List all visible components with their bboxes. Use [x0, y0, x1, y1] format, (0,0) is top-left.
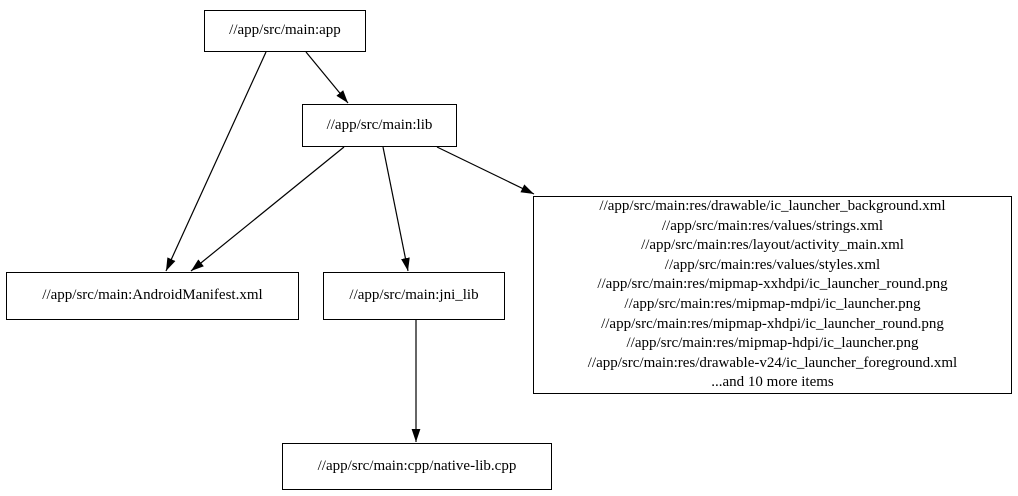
- node-native-lib-label: //app/src/main:cpp/native-lib.cpp: [317, 457, 517, 474]
- res-item: //app/src/main:res/drawable-v24/ic_launc…: [587, 354, 958, 371]
- res-more-items: ...and 10 more items: [711, 374, 834, 391]
- res-item: //app/src/main:res/mipmap-xxhdpi/ic_laun…: [597, 276, 948, 293]
- node-app: //app/src/main:app: [204, 10, 366, 52]
- res-item: //app/src/main:res/mipmap-hdpi/ic_launch…: [626, 335, 919, 352]
- node-res-group: //app/src/main:res/drawable/ic_launcher_…: [533, 196, 1012, 394]
- node-android-manifest: //app/src/main:AndroidManifest.xml: [6, 272, 299, 320]
- edge-app-to-lib: [305, 51, 349, 104]
- edge-lib-to-manifest: [190, 146, 345, 272]
- node-native-lib: //app/src/main:cpp/native-lib.cpp: [282, 443, 552, 490]
- node-lib-label: //app/src/main:lib: [326, 116, 433, 133]
- edge-app-to-manifest: [165, 51, 267, 272]
- node-jni-lib: //app/src/main:jni_lib: [323, 272, 505, 320]
- res-item: //app/src/main:res/drawable/ic_launcher_…: [599, 198, 946, 215]
- res-item: //app/src/main:res/values/styles.xml: [664, 256, 881, 273]
- res-item: //app/src/main:res/layout/activity_main.…: [641, 237, 904, 254]
- res-item: //app/src/main:res/mipmap-mdpi/ic_launch…: [624, 296, 921, 312]
- node-lib: //app/src/main:lib: [302, 104, 457, 147]
- node-jni-lib-label: //app/src/main:jni_lib: [349, 287, 479, 304]
- node-android-manifest-label: //app/src/main:AndroidManifest.xml: [42, 287, 263, 304]
- edge-lib-to-jni-lib: [382, 146, 410, 272]
- node-app-label: //app/src/main:app: [229, 22, 341, 39]
- res-item: //app/src/main:res/values/strings.xml: [661, 217, 884, 234]
- edge-lib-to-res-group: [436, 146, 535, 195]
- res-item: //app/src/main:res/mipmap-xhdpi/ic_launc…: [601, 315, 944, 332]
